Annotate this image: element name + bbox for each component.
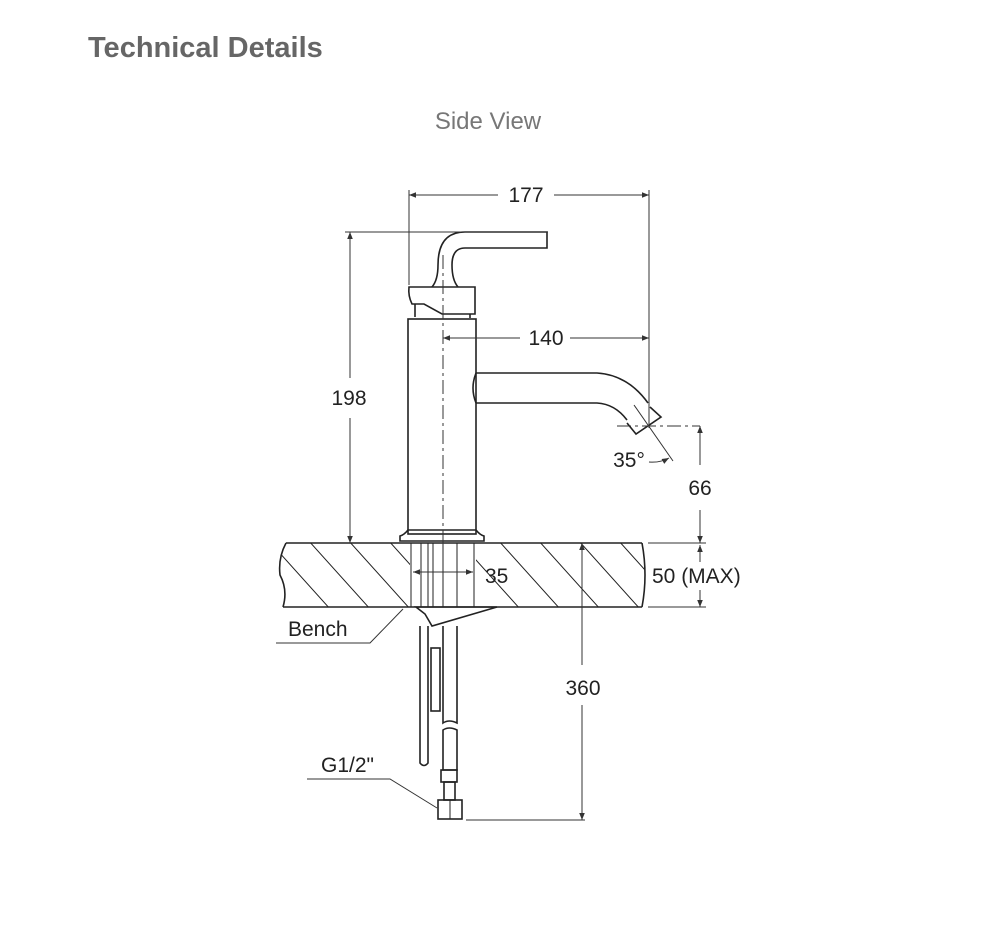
dim-overall-width: 177 — [508, 184, 543, 207]
view-label: Side View — [434, 108, 542, 135]
dim-spout-angle: 35° — [613, 449, 645, 472]
dim-bench-thickness: 50 (MAX) — [652, 565, 741, 588]
dim-overall-height: 198 — [331, 387, 366, 410]
connection-label: G1/2" — [321, 754, 374, 777]
dim-hole-diameter: 35 — [485, 565, 508, 588]
dimension-lines — [276, 190, 706, 821]
dim-hose-length: 360 — [565, 677, 600, 700]
dim-spout-reach: 140 — [528, 327, 563, 350]
tap-body — [399, 231, 663, 545]
bench-label: Bench — [288, 618, 348, 641]
dim-spout-clearance: 66 — [688, 477, 711, 500]
page-title: Technical Details — [88, 32, 323, 64]
hoses — [413, 606, 498, 820]
